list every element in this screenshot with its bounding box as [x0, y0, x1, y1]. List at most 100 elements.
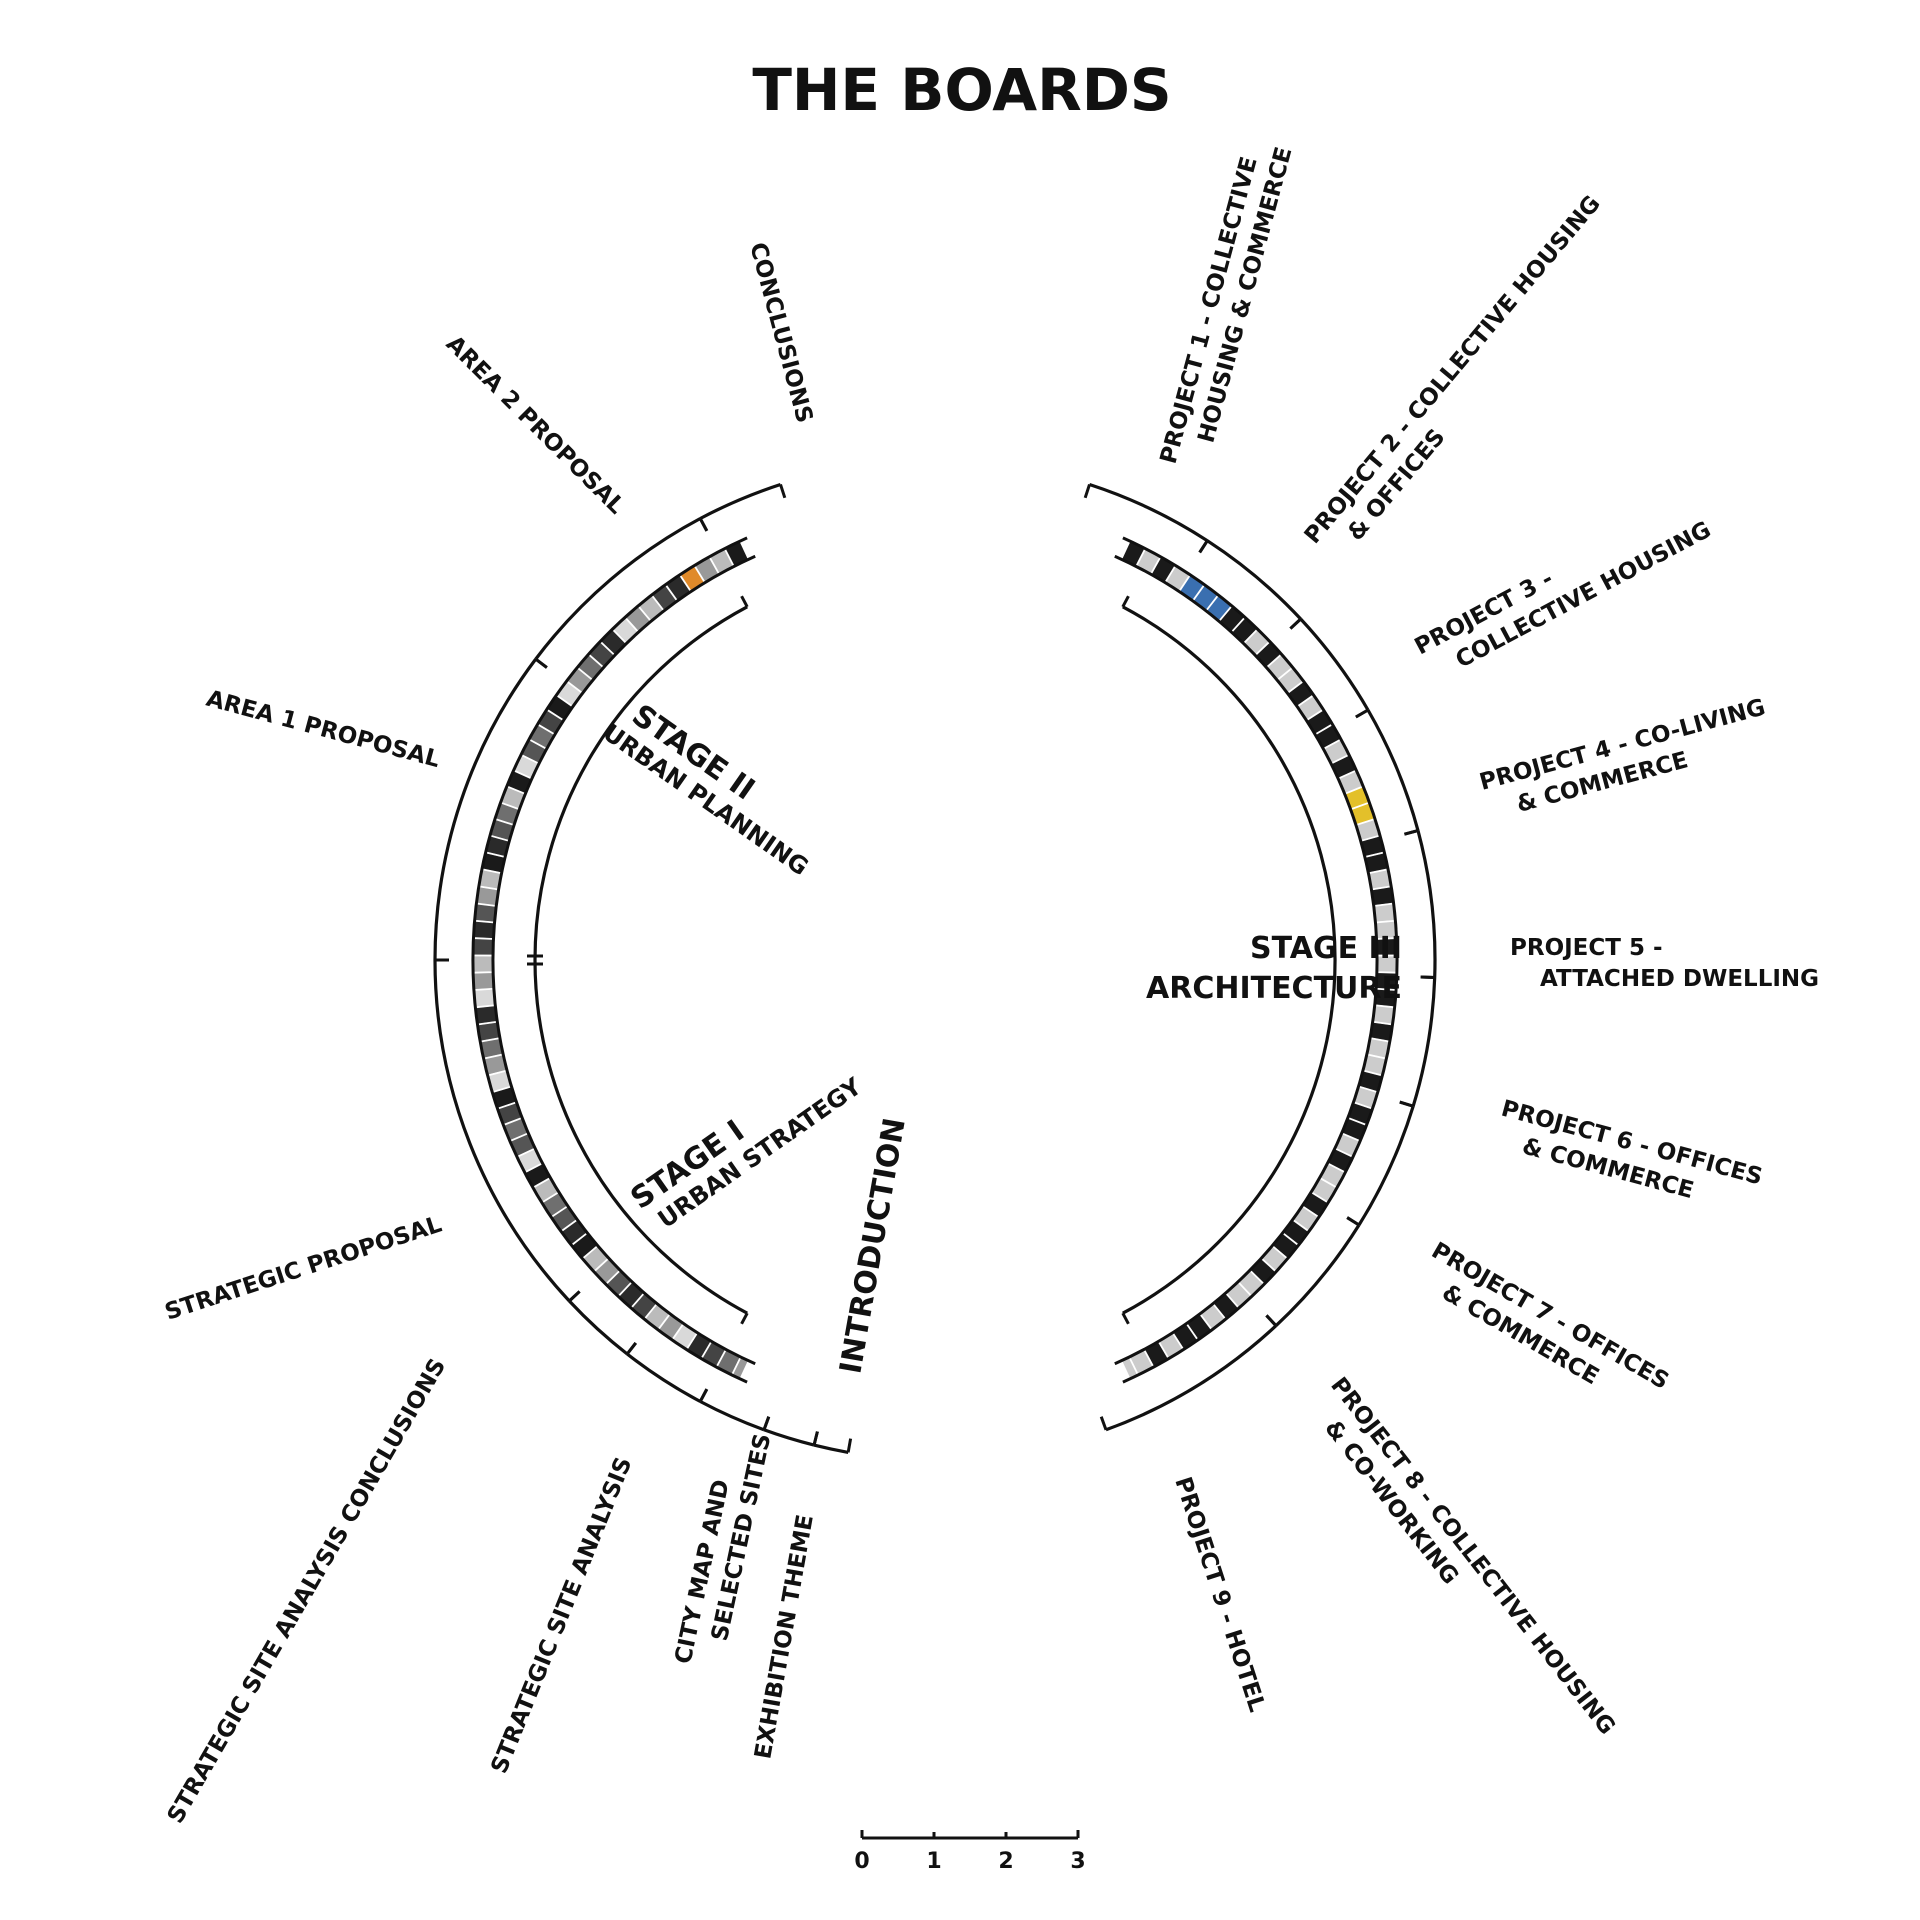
section-bracket-end — [1198, 539, 1209, 554]
stage-1-bracket — [533, 959, 748, 1315]
right-ring-inner-edge — [1114, 554, 1379, 1366]
right-section-label-text: PROJECT 2 - COLLECTIVE HOUSING — [1300, 191, 1606, 549]
scale-label-2: 2 — [998, 1849, 1013, 1874]
right-section-label: PROJECT 8 - COLLECTIVE HOUSING& CO-WORKI… — [1319, 1373, 1620, 1740]
stage-2-bracket — [533, 605, 748, 961]
section-bracket-end — [1289, 617, 1302, 630]
stage-bracket-end — [1121, 595, 1130, 608]
left-section-label-text: STRATEGIC PROPOSAL — [162, 1211, 445, 1325]
section-bracket-end — [846, 1438, 853, 1453]
right-ring-outer-edge — [1122, 536, 1399, 1384]
right-section-bracket — [1366, 709, 1420, 832]
section-bracket-end — [1404, 829, 1419, 836]
diagram-title: THE BOARDS — [752, 56, 1171, 124]
right-board-ring — [1114, 536, 1399, 1384]
right-section-label-text: ATTACHED DWELLING — [1540, 966, 1819, 992]
section-bracket-end — [812, 1431, 819, 1446]
left-ring-inner-edge — [491, 554, 756, 1366]
left-section-label: STRATEGIC PROPOSAL — [162, 1211, 445, 1325]
left-section-bracket — [699, 1400, 765, 1432]
stage-bracket-end — [740, 595, 749, 608]
scale-bar: 0 1 2 3 — [854, 1830, 1086, 1874]
section-labels: CONCLUSIONS AREA 2 PROPOSAL AREA 1 PROPOSA… — [162, 144, 1819, 1828]
left-section-label: EXHIBITION THEME — [750, 1513, 819, 1761]
left-section-label: STRATEGIC SITE ANALYSIS — [486, 1454, 637, 1778]
section-bracket-end — [1355, 708, 1369, 719]
left-section-label-text: INTRODUCTION — [833, 1115, 912, 1376]
section-brackets — [433, 482, 1437, 1454]
left-ring-outer-edge — [471, 536, 748, 1384]
stage-1-label: STAGE I URBAN STRATEGY — [625, 1072, 868, 1234]
stage-3-subtitle: ARCHITECTURE — [1146, 971, 1402, 1006]
section-bracket-end — [762, 1416, 771, 1431]
left-section-bracket — [534, 517, 702, 661]
section-bracket-end — [568, 1290, 581, 1303]
left-section-label-text: AREA 2 PROPOSAL — [441, 331, 630, 520]
right-section-bracket — [1411, 977, 1437, 1107]
stage-bracket-end — [1121, 1312, 1130, 1325]
left-section-bracket — [813, 1443, 849, 1454]
right-section-label-text: PROJECT 9 - HOTEL — [1169, 1474, 1270, 1716]
board-tile — [1372, 1005, 1395, 1025]
right-section-bracket — [1357, 1105, 1415, 1226]
right-section-bracket — [1089, 482, 1209, 543]
left-board-ring — [471, 536, 756, 1384]
section-bracket-end — [1265, 1314, 1278, 1327]
right-section-label: PROJECT 2 - COLLECTIVE HOUSING& OFFICES — [1300, 191, 1606, 549]
left-section-bracket — [626, 1352, 702, 1403]
left-section-bracket — [568, 1299, 629, 1356]
section-bracket-end — [698, 517, 709, 532]
section-bracket-end — [625, 1342, 637, 1355]
section-bracket-end — [1346, 1216, 1360, 1227]
right-section-bracket — [1105, 1324, 1278, 1432]
section-bracket-end — [1083, 484, 1091, 499]
left-section-label: AREA 2 PROPOSAL — [441, 331, 630, 520]
scale-label-1: 1 — [926, 1849, 941, 1874]
left-section-bracket — [699, 482, 781, 520]
left-section-label-text: EXHIBITION THEME — [750, 1513, 819, 1761]
stage-2-label: STAGE II URBAN PLANNING — [598, 698, 814, 881]
left-section-bracket — [433, 658, 537, 961]
section-bracket-end — [779, 484, 787, 499]
left-section-label: CONCLUSIONS — [744, 240, 817, 426]
section-bracket-end — [534, 657, 548, 669]
left-section-label: INTRODUCTION — [833, 1115, 912, 1376]
board-tile — [1373, 903, 1396, 923]
stage-3-label: STAGE III ARCHITECTURE — [1146, 931, 1402, 1006]
right-section-label-text: PROJECT 8 - COLLECTIVE HOUSING — [1325, 1373, 1620, 1740]
board-tile — [472, 938, 494, 956]
board-tile — [472, 972, 495, 990]
right-section-label: PROJECT 6 - OFFICES& COMMERCE — [1498, 1096, 1765, 1204]
section-bracket-end — [698, 1388, 709, 1403]
right-section-bracket — [1416, 830, 1437, 978]
stage-3-title: STAGE III — [1250, 931, 1402, 966]
board-tile — [472, 955, 494, 973]
stage-3-bracket — [1122, 605, 1337, 1315]
section-bracket-end — [1099, 1416, 1108, 1431]
left-section-label-text: CONCLUSIONS — [744, 240, 817, 426]
scale-label-3: 3 — [1070, 1849, 1085, 1874]
left-section-label: STRATEGIC SITE ANALYSIS CONCLUSIONS — [163, 1354, 452, 1828]
right-section-bracket — [1274, 1224, 1361, 1327]
left-section-label-text: STRATEGIC SITE ANALYSIS CONCLUSIONS — [163, 1354, 452, 1828]
stage-bracket-end — [740, 1312, 749, 1325]
scale-label-0: 0 — [854, 1849, 869, 1874]
left-section-bracket — [433, 959, 571, 1303]
section-bracket-end — [1399, 1100, 1414, 1108]
right-section-label: PROJECT 4 - CO-LIVING& COMMERCE — [1477, 694, 1768, 818]
right-section-bracket — [1299, 617, 1370, 711]
left-section-label-text: AREA 1 PROPOSAL — [203, 686, 442, 773]
board-tile — [474, 903, 497, 923]
right-section-label: PROJECT 9 - HOTEL — [1169, 1474, 1270, 1716]
board-tile — [473, 921, 495, 939]
right-section-label: PROJECT 7 - OFFICES& COMMERCE — [1427, 1238, 1673, 1395]
right-section-bracket — [1206, 539, 1302, 621]
right-section-label: PROJECT 5 -ATTACHED DWELLING — [1510, 935, 1819, 992]
right-section-label: PROJECT 3 -COLLECTIVE HOUSING — [1411, 517, 1716, 674]
left-section-label: AREA 1 PROPOSAL — [203, 686, 442, 773]
board-tile — [475, 1005, 498, 1025]
left-section-label-text: STRATEGIC SITE ANALYSIS — [486, 1454, 637, 1778]
